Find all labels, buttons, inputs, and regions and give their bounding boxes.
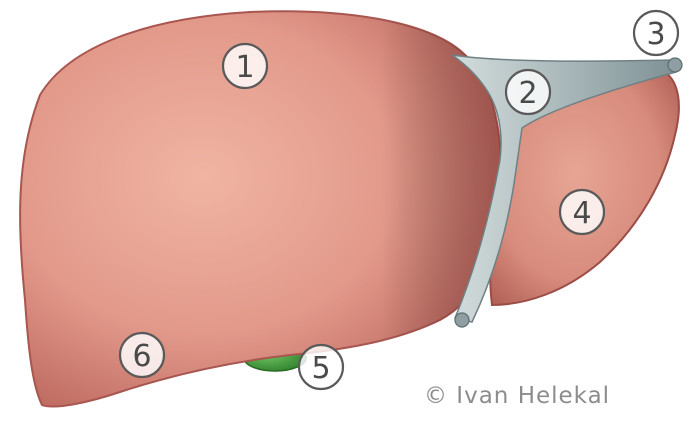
label-2: 2 [506,70,550,114]
label-3-text: 3 [646,17,665,52]
label-1: 1 [223,44,267,88]
label-2-text: 2 [518,76,537,111]
label-4-text: 4 [572,196,591,231]
label-6: 6 [120,333,164,377]
ligament-bottom-node [455,313,469,327]
label-5: 5 [299,345,343,389]
label-5-text: 5 [311,351,330,386]
ligament-end-node [668,58,682,72]
copyright-text: © Ivan Helekal [424,383,610,409]
label-1-text: 1 [235,50,254,85]
label-3: 3 [634,11,678,55]
label-4: 4 [560,190,604,234]
label-6-text: 6 [132,339,151,374]
